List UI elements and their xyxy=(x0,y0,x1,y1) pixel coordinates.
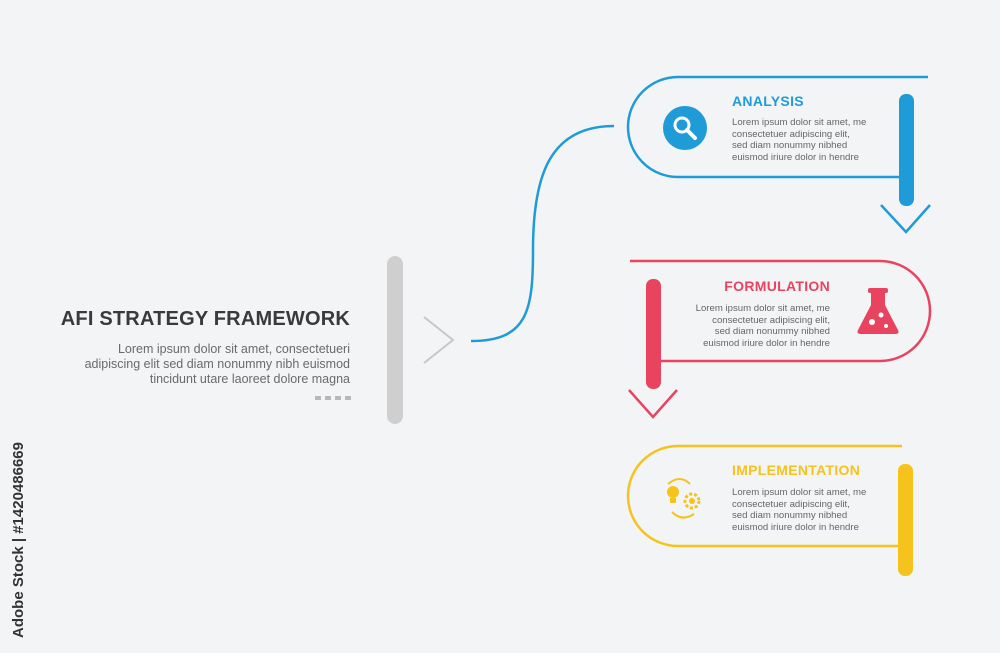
stage-body-implementation: Lorem ipsum dolor sit amet, me consectet… xyxy=(732,487,867,533)
stage-body-formulation: Lorem ipsum dolor sit amet, me consectet… xyxy=(695,303,830,349)
flask-icon xyxy=(857,288,899,334)
magnifier-icon-badge xyxy=(663,106,707,150)
stage-heading-analysis: ANALYSIS xyxy=(732,93,804,109)
divider-bar xyxy=(387,256,403,424)
analysis-card xyxy=(626,75,931,234)
page-title: AFI STRATEGY FRAMEWORK xyxy=(60,308,350,330)
implementation-card xyxy=(626,444,913,576)
arrow-down-icon xyxy=(880,204,931,234)
stock-watermark: Adobe Stock | #1420486669 xyxy=(10,442,27,638)
arrow-down-icon xyxy=(628,389,678,419)
formulation-card xyxy=(628,259,932,419)
ellipsis-dots xyxy=(313,396,351,401)
stage-heading-implementation: IMPLEMENTATION xyxy=(732,462,861,478)
idea-gear-cycle-icon xyxy=(667,478,701,519)
stage-heading-formulation: FORMULATION xyxy=(724,278,830,294)
stage-body-analysis: Lorem ipsum dolor sit amet, me consectet… xyxy=(732,117,867,163)
page-subtitle: Lorem ipsum dolor sit amet, consectetuer… xyxy=(84,342,350,386)
chevron-right-icon xyxy=(423,316,455,364)
magnifier-icon xyxy=(673,116,697,140)
connector-line xyxy=(470,124,615,343)
